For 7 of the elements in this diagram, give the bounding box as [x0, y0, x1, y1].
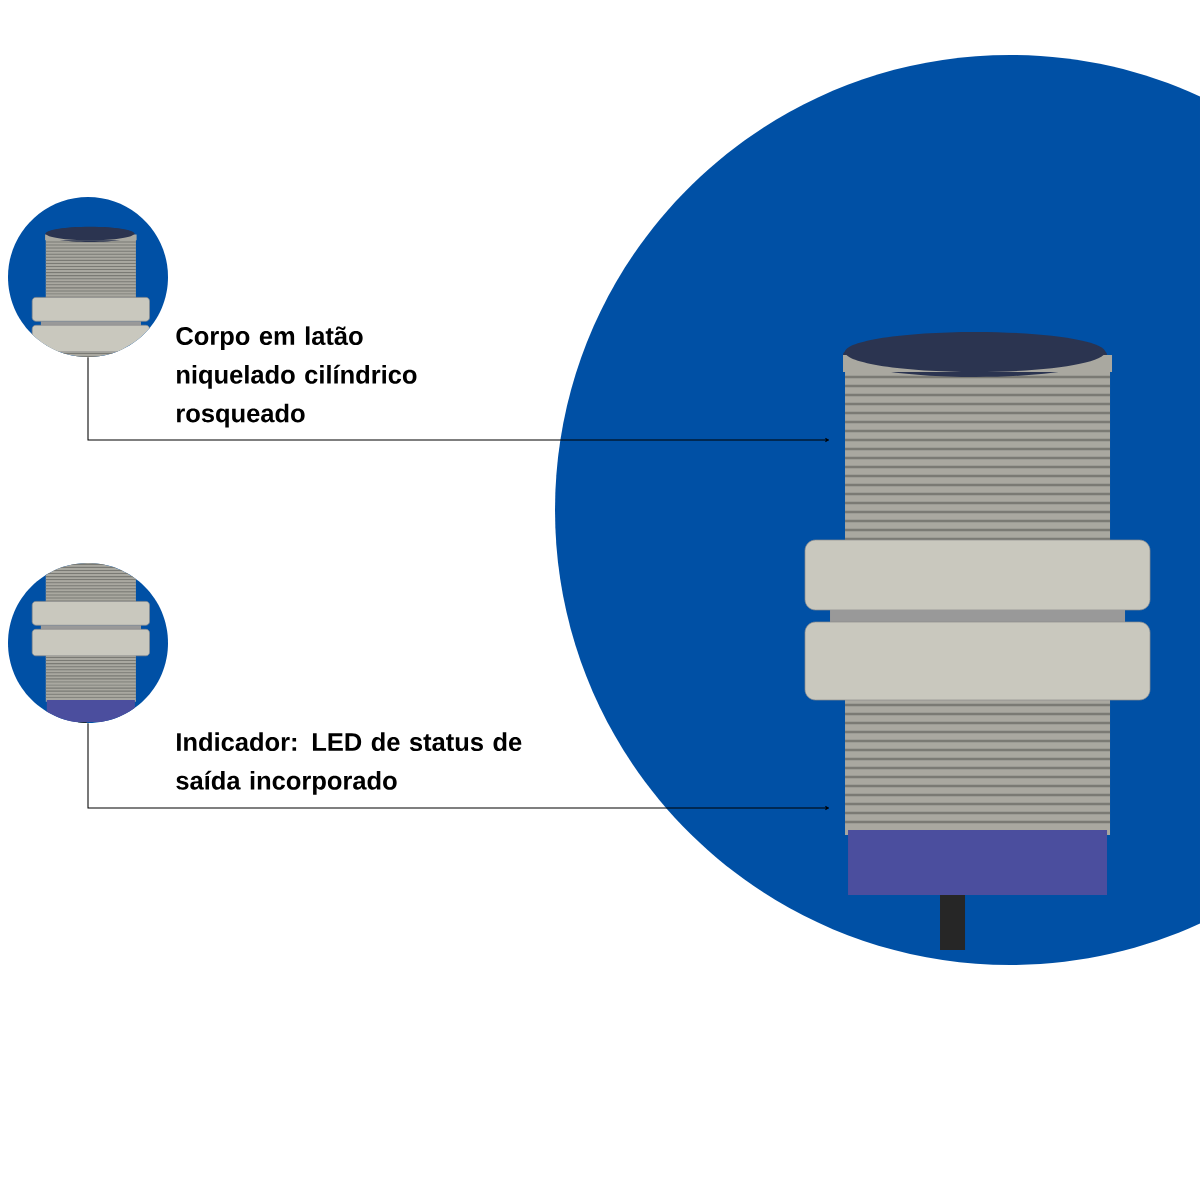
callout-text: Indicador: LED de status de saída incorporado — [176, 732, 522, 795]
leader-line — [87, 356, 830, 442]
thumbnail-drawing — [8, 563, 168, 723]
sensor-drawing — [804, 332, 1151, 950]
callout-text: Corpo em latão niquelado cilíndrico rosqueado — [176, 326, 417, 428]
leader-line — [87, 722, 830, 810]
thumbnail-drawing — [8, 197, 168, 357]
